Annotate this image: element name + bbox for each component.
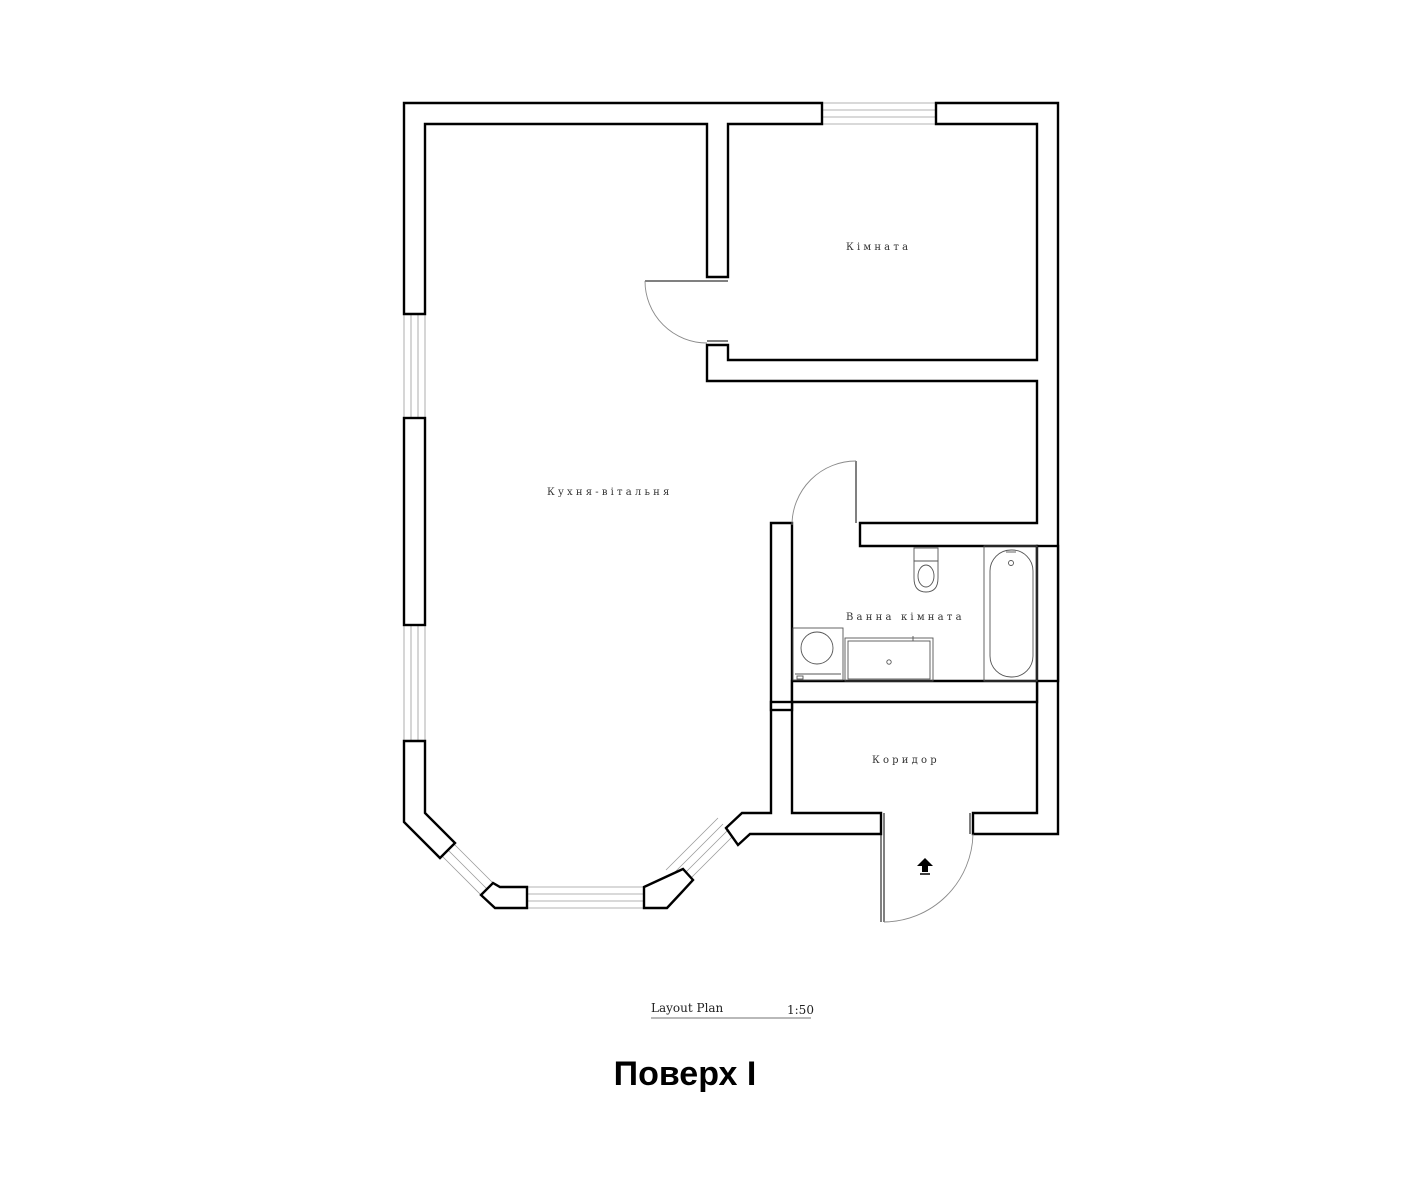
sink-counter-icon	[844, 636, 934, 682]
window-left-upper	[403, 314, 426, 418]
wall-top-right	[705, 101, 1060, 836]
wall-left-middle	[402, 416, 427, 627]
walls	[402, 101, 1060, 910]
plan-caption: Layout Plan 1:50	[651, 1001, 814, 1019]
wall-bath-corridor	[790, 679, 1039, 704]
floor-title: Поверх I	[613, 1055, 757, 1093]
window-top	[822, 102, 936, 125]
wall-top-left	[402, 101, 824, 316]
room-label-room: Кімната	[846, 242, 911, 253]
toilet-icon	[913, 547, 939, 593]
door-room	[644, 280, 728, 344]
plan-caption-scale: 1:50	[787, 1003, 814, 1017]
window-bay-bottom	[527, 886, 644, 909]
room-label-bathroom: Ванна кімната	[846, 612, 965, 623]
wall-bay-corner-right	[642, 867, 695, 910]
room-label-corridor: Коридор	[872, 755, 940, 766]
wall-bay-corner-left	[479, 881, 529, 910]
wall-bottom	[724, 521, 883, 847]
door-bathroom	[791, 460, 857, 545]
bathtub-icon	[983, 545, 1038, 682]
wall-left-lower-bay	[402, 739, 457, 860]
washing-machine-icon	[792, 627, 844, 681]
windows	[403, 102, 936, 909]
wall-bath-right	[1035, 544, 1060, 683]
plan-caption-label: Layout Plan	[651, 1001, 724, 1015]
window-bay-left	[439, 841, 494, 896]
room-label-kitchen-living: Кухня-вітальня	[547, 487, 673, 498]
window-left-lower	[403, 625, 426, 741]
door-entrance	[880, 813, 974, 923]
entrance-arrow-icon	[917, 858, 933, 875]
corridor-opening	[769, 700, 794, 805]
